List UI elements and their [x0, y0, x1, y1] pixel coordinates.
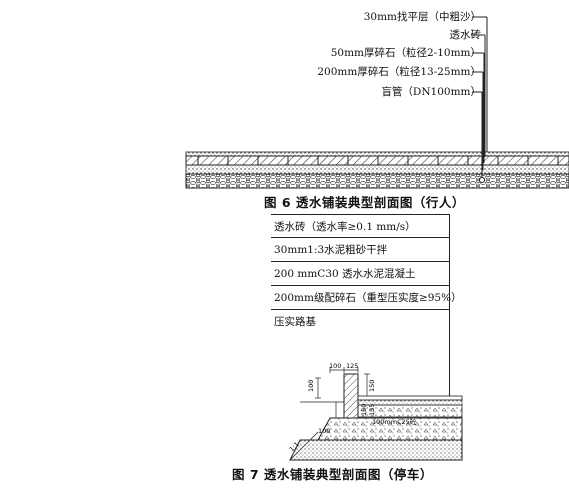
fig7-caption: 图 7 透水铺装典型剖面图（停车） — [232, 467, 433, 482]
fig6-label-gravel-fine: 50mm厚碎石（粒径2-10mm） — [330, 47, 481, 59]
dim-label: 100 — [329, 362, 341, 370]
dim-label: 190mmC25砼 — [372, 417, 417, 426]
layer-row: 压实路基 — [274, 316, 316, 328]
layer-row: 30mm1:3水泥粗砂干拌 — [271, 238, 449, 262]
fig6-section-drawing — [185, 16, 569, 189]
fig6-caption: 图 6 透水铺装典型剖面图（行人） — [264, 195, 465, 210]
fig6-label-blind-pipe: 盲管（DN100mm） — [381, 86, 481, 98]
blind-pipe-icon — [479, 177, 485, 183]
fig7-layer-table: 透水砖（透水率≥0.1 mm/s） 30mm1:3水泥粗砂干拌 200 mmC3… — [271, 214, 462, 334]
layer-row: 透水砖（透水率≥0.1 mm/s） — [271, 214, 449, 238]
dim-label: 150 — [368, 380, 376, 392]
dim-label: 100 — [318, 427, 330, 435]
layer-row: 200 mmC30 透水水泥混凝土 — [271, 262, 449, 286]
layer-row: 200mm级配碎石（重型压实度≥95%） — [271, 286, 462, 310]
dim-label: 125 — [346, 362, 358, 370]
fig6-label-gravel-coarse: 200mm厚碎石（粒径13-25mm） — [317, 66, 481, 78]
dim-label: 100 — [307, 380, 315, 392]
fig6-label-leveling: 30mm找平层（中粗沙） — [363, 11, 481, 23]
fig6-label-brick: 透水砖 — [449, 29, 482, 41]
fig7-table-right-border — [449, 214, 450, 400]
